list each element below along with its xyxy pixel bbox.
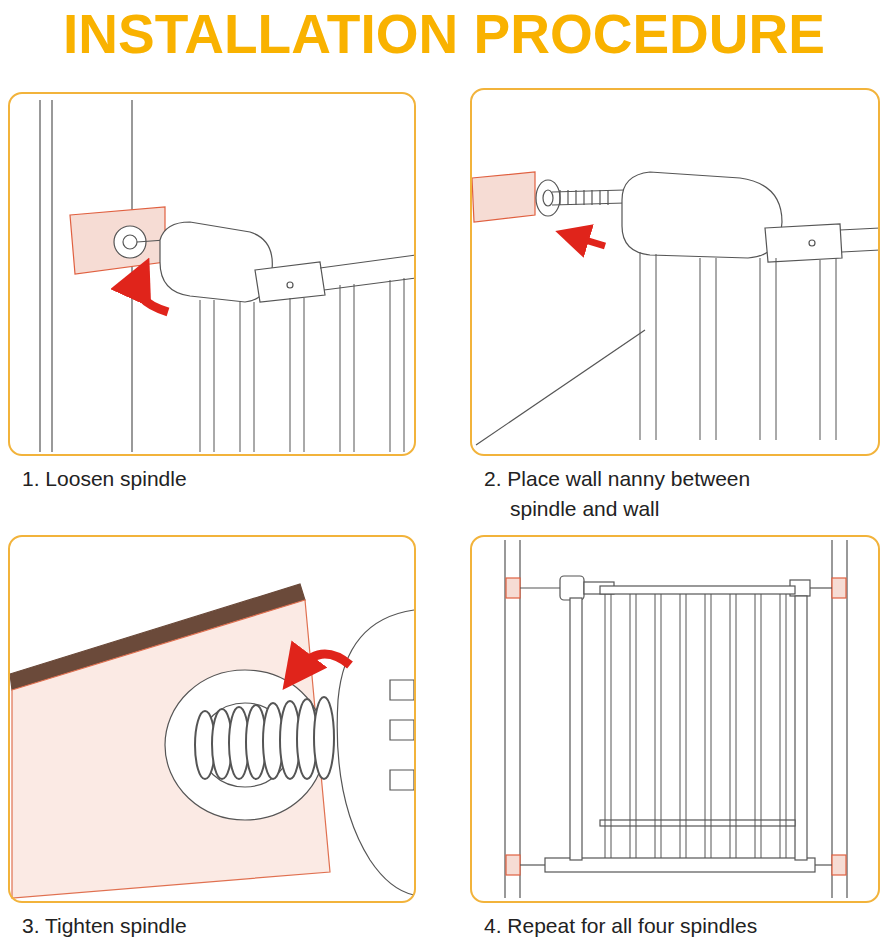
step-caption: 1. Loosen spindle <box>22 464 402 494</box>
step-panel: 2. Place wall nanny between spindle and … <box>470 88 880 456</box>
tighten-illustration <box>10 584 414 898</box>
loosen-illustration <box>40 100 416 452</box>
step-caption: 2. Place wall nanny between spindle and … <box>484 464 804 524</box>
step-panel: 3. Tighten spindle <box>8 535 416 903</box>
step-caption: 4. Repeat for all four spindles <box>484 911 874 941</box>
place-illustration <box>472 172 880 445</box>
repeat-illustration <box>505 540 847 898</box>
page-title: INSTALLATION PROCEDURE <box>0 2 888 66</box>
step-caption: 3. Tighten spindle <box>22 911 402 941</box>
step-panel: 4. Repeat for all four spindles <box>470 535 880 903</box>
step-panel: 1. Loosen spindle <box>8 92 416 456</box>
